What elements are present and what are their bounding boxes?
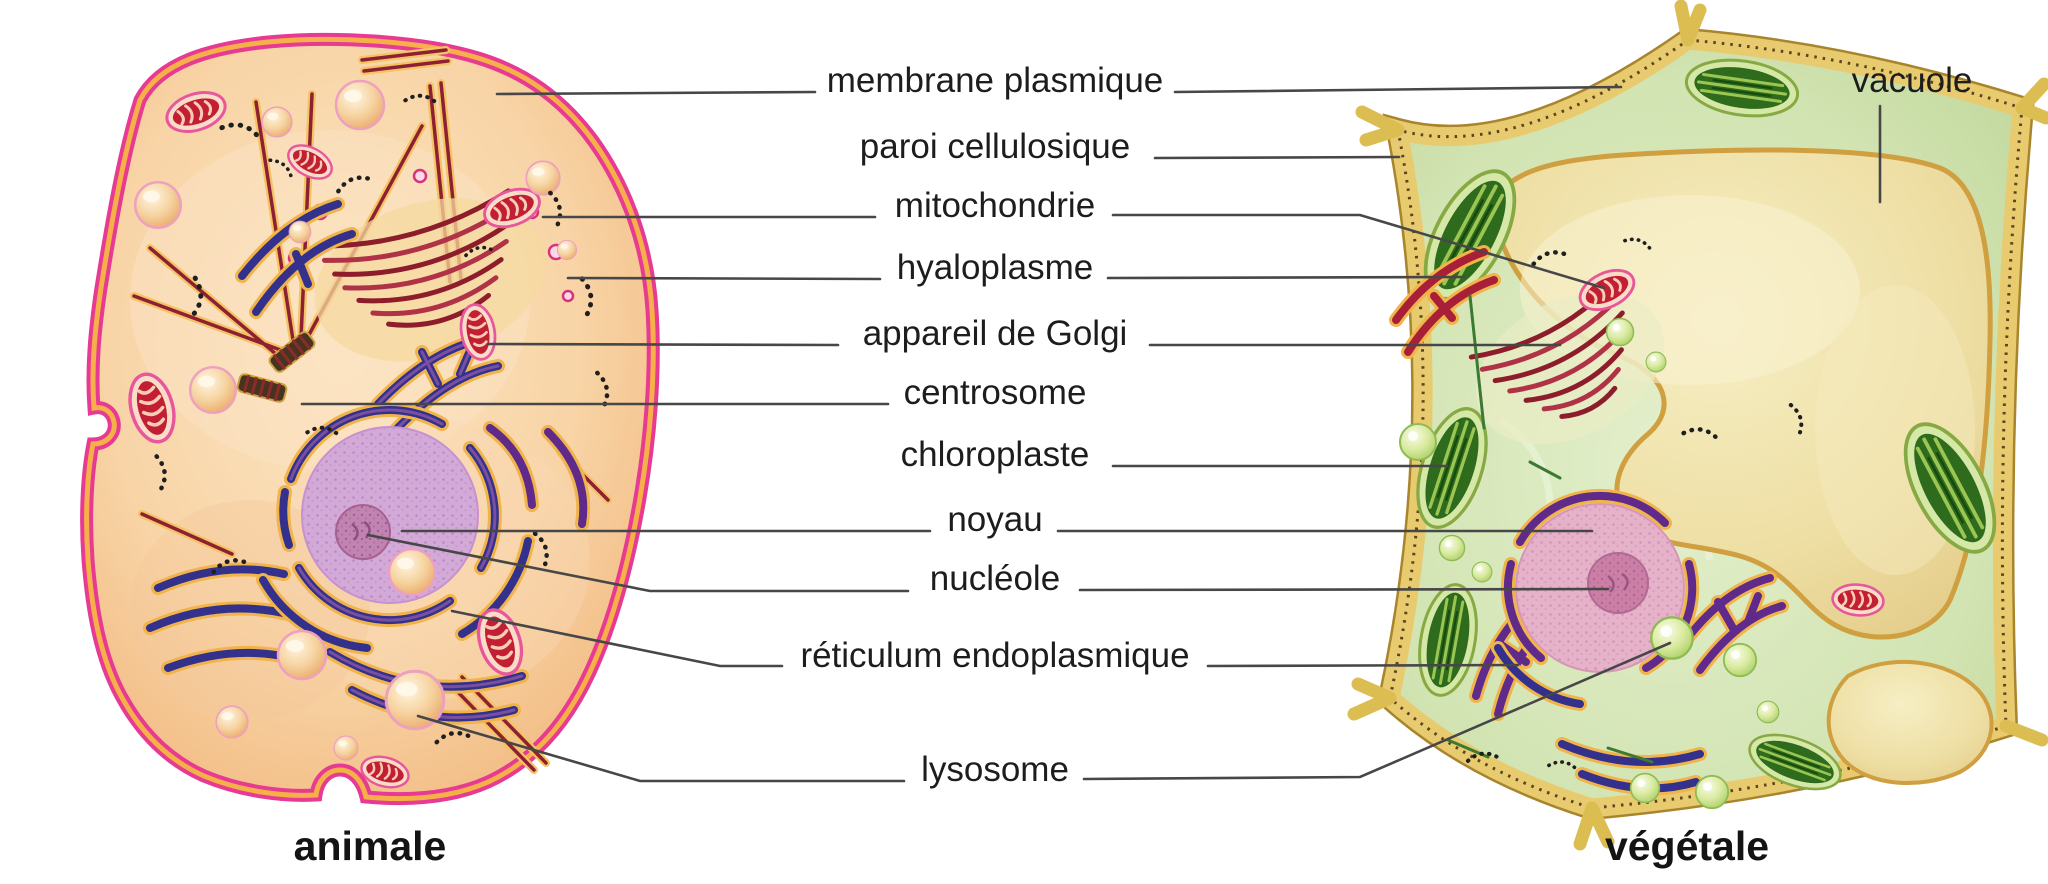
plant-cell <box>1347 0 2048 851</box>
plant-vacuole-lobe <box>1826 659 1994 786</box>
label-reticulum-endoplasmique: réticulum endoplasmique <box>800 636 1189 675</box>
label-vacuole: vacuole <box>1852 61 1973 100</box>
leader-mitochondrie-right <box>1111 213 1606 290</box>
leader-hyaloplasme-left <box>566 276 882 281</box>
label-nucleole: nucléole <box>930 559 1060 598</box>
leader-nucleole-right <box>1078 587 1610 592</box>
label-centrosome: centrosome <box>904 373 1087 412</box>
label-appareil-de-golgi: appareil de Golgi <box>863 314 1128 353</box>
animal-microtubules <box>130 46 612 774</box>
leader-lysosome-left <box>416 714 906 783</box>
plant-nucleolus <box>1587 552 1649 614</box>
label-lysosome: lysosome <box>921 750 1069 789</box>
captions: animale végétale <box>294 823 1769 869</box>
label-chloroplaste: chloroplaste <box>901 435 1090 474</box>
plant-wall-junctions <box>1347 0 2048 851</box>
leader-lysosome-right <box>1082 641 1672 781</box>
leader-reticulum-right <box>1206 663 1520 668</box>
label-mitochondrie: mitochondrie <box>895 186 1095 225</box>
leader-golgi-left <box>486 342 840 347</box>
plant-filaments <box>1446 233 1804 771</box>
label-noyau: noyau <box>947 500 1042 539</box>
caption-plant-cell: végétale <box>1605 823 1769 869</box>
leader-nucleole-left <box>366 533 910 593</box>
caption-animal-cell: animale <box>294 823 447 869</box>
leader-membrane-right <box>1173 85 1623 94</box>
animal-cell <box>87 39 654 798</box>
label-paroi-cellulosique: paroi cellulosique <box>860 127 1130 166</box>
label-membrane-plasmique: membrane plasmique <box>827 61 1164 100</box>
animal-nucleus <box>283 410 495 620</box>
label-hyaloplasme: hyaloplasme <box>897 248 1094 287</box>
leader-reticulum-left <box>450 609 784 668</box>
animal-nucleolus <box>335 504 391 560</box>
leader-paroi-right <box>1153 155 1401 160</box>
leader-membrane-left <box>495 90 817 96</box>
leader-lines <box>300 85 1882 783</box>
label-column: membrane plasmique paroi cellulosique mi… <box>800 61 1972 789</box>
leader-hyaloplasme-right <box>1106 275 1466 280</box>
